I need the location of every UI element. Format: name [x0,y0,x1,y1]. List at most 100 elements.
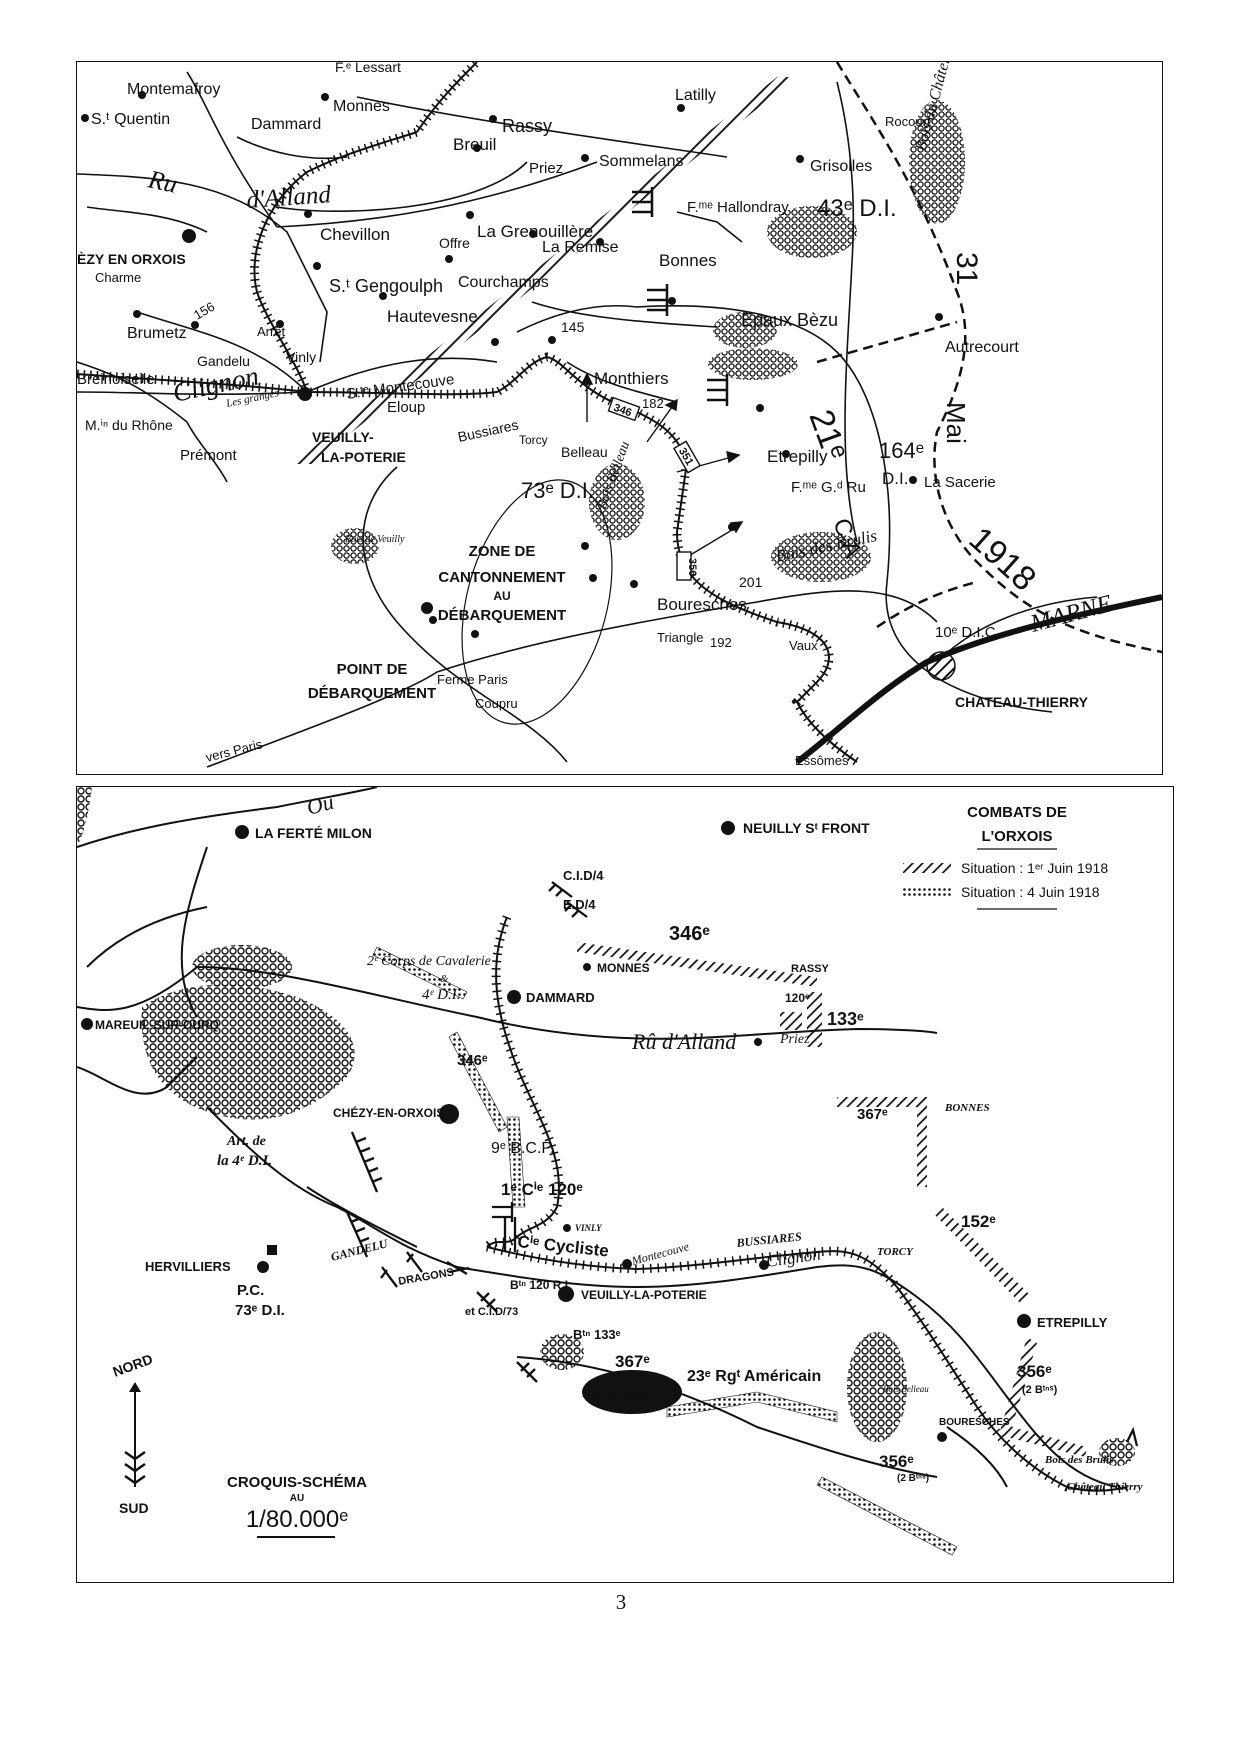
label-31: 31 [950,252,983,285]
label-veuilly: VEUILLY-LA-POTERIE [581,1288,707,1302]
label-montecouve: Montecouve [629,1239,691,1268]
legend-entry-2: Situation : 4 Juin 1918 [961,884,1100,900]
positions-1-june [577,942,1087,1457]
label-ed4: E.D/4 [563,897,596,912]
legend: COMBATS DE L'ORXOIS Situation : 1ᵉʳ Juin… [903,804,1108,910]
label-corps-amp: & [440,973,449,985]
label-veuilly-1: VEUILLY- [312,429,374,445]
label-triangle: Triangle [657,630,703,645]
label-chateau-thierry: CHATEAU-THIERRY [955,694,1089,710]
corps-boundary [816,62,1162,654]
positions-4-june [372,946,958,1556]
bois-brulis-top [771,532,871,582]
label-pc: P.C. [237,1282,264,1299]
label-164-di: D.I. [882,469,908,488]
label-gandelu: Gandelu [197,353,250,369]
label-bcp: 9ᵉ B.C.P. [491,1140,554,1157]
zone-line-1: ZONE DE [469,543,536,560]
label-356b-sub: (2 Bᵗⁿˢ) [897,1473,929,1484]
debarq-line-2: DÉBARQUEMENT [308,685,436,702]
label-bn120: Bᵗⁿ 120 R.I. [510,1278,571,1292]
label-breinoiselle: Breinoiselle [77,371,155,388]
label-ru-alland: Rû d'Alland [631,1029,737,1054]
wood-corner-tl [77,787,92,847]
label-201: 201 [739,574,763,590]
label-art-1: Art. de [226,1134,266,1149]
zone-line-4: DÉBARQUEMENT [438,607,566,624]
scale-value: 1/80.000ᵉ [246,1506,348,1533]
label-bussiares: Bussiares [456,417,519,445]
label-120: 120ᵉ [785,991,810,1005]
label-bouresches: BOURESCHES [939,1417,1010,1428]
scale-block: CROQUIS-SCHÉMA AU 1/80.000ᵉ [227,1474,367,1538]
label-gengoulph: S.ᵗ Gengoulph [329,276,443,296]
label-montemafroy: Montemafroy [127,81,220,98]
label-moulin-rhone: M.ⁱⁿ du Rhône [85,417,173,433]
label-epaux-bezu: Epaux Bèzu [741,310,838,330]
artillery-marks [632,187,729,406]
label-grisolles: Grisolles [810,158,872,175]
compass-south: SUD [119,1500,149,1516]
zone-line-3: AU [493,589,510,603]
debarq-line-1: POINT DE [337,661,408,678]
label-bois-veuilly: Bois de Veuilly [345,534,405,545]
legend-title-1: COMBATS DE [967,804,1067,821]
label-192: 192 [710,635,732,650]
compass: NORD SUD [111,1351,155,1516]
page-number: 3 [615,1590,627,1614]
map-bottom-combats: Bois de Veuilly COMBATS DE L'ORXOIS Situ… [76,786,1174,1583]
marne-river [795,594,1162,765]
bottom-woods [77,787,1135,1466]
label-ferte-milon: LA FERTÉ MILON [255,825,372,841]
label-dammard: DAMMARD [526,990,595,1005]
label-sommelans: Sommelans [599,153,683,170]
label-vinly: VINLY [575,1223,603,1233]
label-hallondray: F.ᵐᵉ Hallondray [687,199,789,216]
bottom-artillery [345,881,1139,1447]
label-bussiares: BUSSIARES [735,1229,803,1250]
label-cie120: 1ᵉ Cⁱᵉ 120ᵉ [501,1180,583,1199]
bois-hallondray [767,206,857,258]
label-hervilliers: HERVILLIERS [145,1259,231,1274]
priez-hatched [780,1012,802,1030]
label-hautevesne: Hautevesne [387,307,478,326]
label-pc-73di: 73ᵉ D.I. [235,1302,285,1319]
label-torcy: Torcy [519,433,548,447]
label-corps: 2ᵉ Corps de Cavalerie [367,954,491,969]
bottom-map-canvas: Bois de Veuilly COMBATS DE L'ORXOIS Situ… [77,787,1143,1556]
top-map-canvas: 346 351 356 F.ᵉ Lessart Montemafroy S.ᵗ … [77,62,1162,768]
label-bonnes: BONNES [944,1102,990,1114]
label-bois-veuilly-b: Bois de Veuilly [582,1388,647,1400]
scale-title: CROQUIS-SCHÉMA [227,1474,367,1491]
label-356a: 356ᵉ [1017,1362,1052,1381]
label-chateau-thierry: Château Thierry [1067,1481,1143,1493]
label-grenouillere: La Grenouillère [477,222,593,241]
label-priez: Priez [529,160,563,177]
wood-north [192,945,292,989]
label-coupru: Coupru [475,696,518,711]
legend-swatch-dotted [903,887,951,897]
label-offre: Offre [439,235,470,251]
label-art-2: la 4ᵉ D.I. [217,1153,272,1169]
label-marne: MARNE [1027,590,1115,638]
label-st-quentin: S.ᵗ Quentin [91,111,170,128]
marne-branch [936,596,1098,663]
label-cid73: et C.I.D/73 [465,1306,518,1318]
bois-veuilly-top [331,528,379,564]
label-vers-paris: vers Paris [204,736,264,765]
bois-chatelet [909,100,965,224]
label-156: 156 [191,299,217,323]
label-torcy: TORCY [877,1246,914,1258]
woods [331,100,965,582]
zone-line-2: CANTONNEMENT [438,569,565,586]
unit-box-356: 356 [686,558,698,576]
label-brumetz: Brumetz [127,325,187,342]
wood-belleau [847,1332,907,1442]
label-ourcq: Ou [304,789,336,820]
railway-ties [77,62,860,766]
label-premont: Prémont [180,447,238,464]
forest-ourcq [141,984,355,1120]
label-145: 145 [561,319,585,335]
roads [77,71,1053,768]
label-arret: Arrêt [257,324,286,339]
